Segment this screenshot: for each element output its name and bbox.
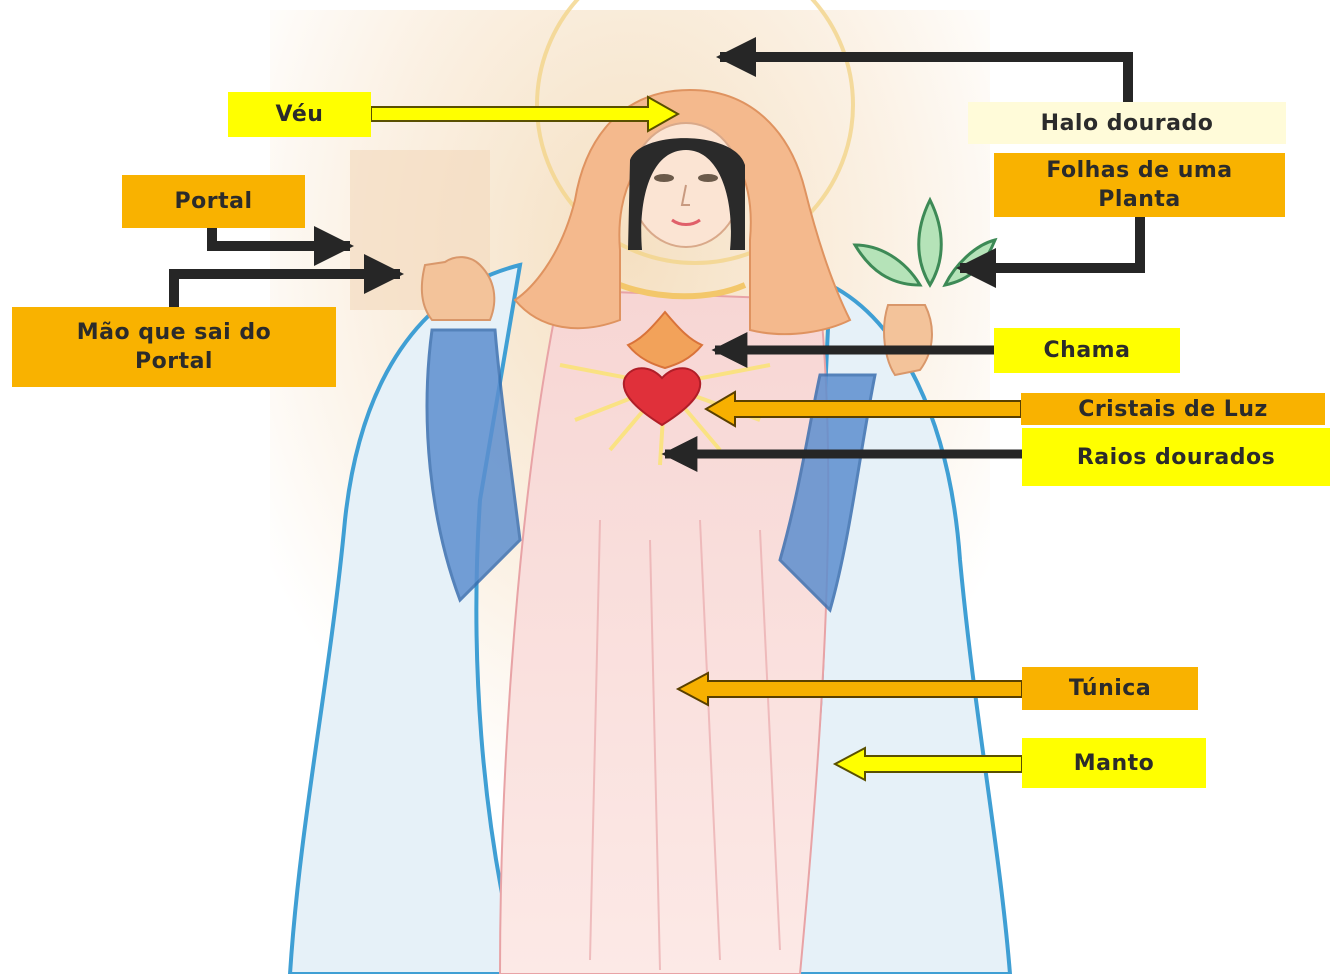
label-raios-dourados: Raios dourados xyxy=(1022,428,1330,486)
left-eye xyxy=(654,174,674,182)
label-halo-dourado: Halo dourado xyxy=(968,102,1286,144)
label-manto: Manto xyxy=(1022,738,1206,788)
label-tunica: Túnica xyxy=(1022,667,1198,710)
label-folhas-de-uma-planta: Folhas de uma Planta xyxy=(994,153,1285,217)
label-portal: Portal xyxy=(122,175,305,228)
right-eye xyxy=(698,174,718,182)
label-chama: Chama xyxy=(994,328,1180,373)
label-cristais-de-luz: Cristais de Luz xyxy=(1021,393,1325,425)
right-hand xyxy=(884,305,932,375)
label-mao-que-sai-do-portal: Mão que sai do Portal xyxy=(12,307,336,387)
label-veu: Véu xyxy=(228,92,371,137)
